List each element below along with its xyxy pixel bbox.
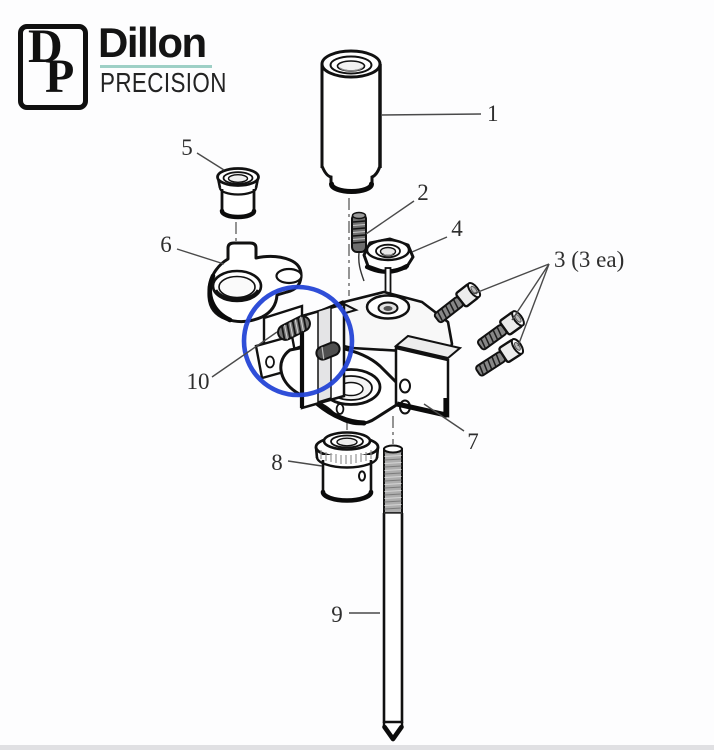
brand-name: Dillon [98,19,207,66]
callout-1: 1 [487,101,499,126]
leader-lines [176,113,550,614]
callout-labels: 1 2 3 (3 ea) 4 5 6 7 8 9 10 [160,101,624,627]
callout-9: 9 [331,602,343,627]
highlight-circle [241,284,355,398]
part-4-hex-nut [362,237,415,274]
dp-monogram: D P [18,20,88,110]
leader-5 [196,152,225,171]
leader-3c [517,263,550,347]
callout-8: 8 [271,450,283,475]
bottom-edge-artifact [0,745,714,750]
callout-10: 10 [187,369,210,394]
leader-8 [287,460,323,467]
leader-3b [511,263,550,321]
leader-10 [211,331,278,378]
monogram-letter-d: D [28,20,63,73]
spring-pin [315,341,341,361]
leader-7 [423,403,465,432]
callout-5: 5 [181,135,193,160]
part-5-bushing [216,167,260,220]
part-8-bearing-cap [314,431,380,503]
callout-3: 3 (3 ea) [554,247,624,272]
leader-4 [411,236,448,253]
leader-6 [176,248,225,265]
leader-1 [380,113,482,116]
part-1-die-cylinder [320,49,382,194]
callout-6: 6 [160,232,172,257]
part-7-body-casting [254,290,463,426]
brand-logo: D P Dillon PRECISION [18,19,259,110]
screw-1 [433,281,482,324]
part-10-spring [277,315,311,341]
teal-rule [100,64,212,68]
callout-2: 2 [417,180,429,205]
callout-7: 7 [467,429,479,454]
leader-3a [472,263,550,295]
part-6-bracket [207,241,303,324]
part-2-set-screw [351,211,367,282]
monogram-letter-p: P [45,50,75,103]
leader-2 [365,200,415,235]
part-9-failsafe-rod [382,444,404,742]
brand-division: PRECISION [100,66,227,98]
brand-wordmark: Dillon PRECISION [98,19,259,98]
callout-4: 4 [451,216,463,241]
screw-3 [475,337,525,377]
